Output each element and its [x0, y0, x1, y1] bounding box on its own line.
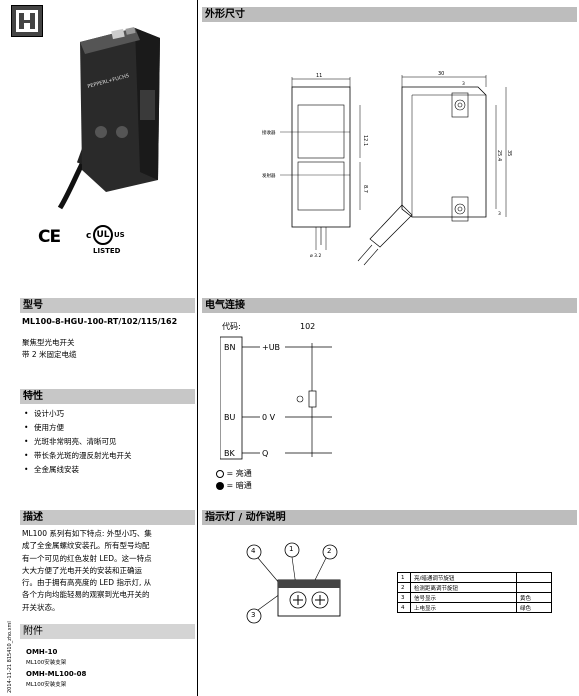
callout-4: 4 — [251, 547, 256, 555]
row-color: 绿色 — [516, 602, 552, 613]
row-color — [516, 582, 552, 593]
table-row: 2 检测距离调节旋钮 — [397, 582, 552, 593]
accessory-name: OMH-ML100-08 — [26, 670, 87, 678]
indicators-heading: 指示灯 / 动作说明 — [202, 510, 577, 525]
model-code: ML100-8-HGU-100-RT/102/115/162 — [22, 317, 178, 326]
row-text: 亮/暗通调节旋钮 — [410, 572, 517, 583]
terminal-ub: +UB — [262, 343, 281, 352]
code-label: 代码: — [222, 322, 241, 331]
table-row: 1 亮/暗通调节旋钮 — [397, 572, 552, 583]
pin-bk: BK — [224, 449, 235, 458]
ce-mark: CE — [38, 227, 61, 247]
svg-text:25.4: 25.4 — [496, 150, 502, 161]
indicator-table: 1 亮/暗通调节旋钮 2 检测距离调节旋钮 3 信号显示 黄色 4 上电显示 绿… — [397, 572, 552, 613]
electrical-heading: 电气连接 — [202, 298, 577, 313]
legend-light-text: = 亮通 — [226, 469, 252, 478]
pin-bu: BU — [224, 413, 236, 422]
dark-on-icon — [216, 481, 224, 490]
svg-text:3: 3 — [462, 81, 465, 87]
svg-text:3: 3 — [498, 211, 501, 217]
culus-mark: c UL US LISTED — [86, 223, 130, 259]
svg-text:35: 35 — [506, 150, 512, 156]
legend-dark: = 暗通 — [216, 480, 252, 491]
receiver-label: 接收器 — [262, 129, 276, 136]
feature-item: 光斑非常明亮、清晰可见 — [22, 435, 192, 449]
row-color: 黄色 — [516, 592, 552, 603]
feature-item: 带长条光斑的漫反射光电开关 — [22, 449, 192, 463]
dimensions-heading: 外形尺寸 — [202, 7, 577, 22]
code-value: 102 — [300, 322, 316, 331]
row-number: 1 — [397, 572, 411, 583]
features-heading: 特性 — [20, 389, 195, 404]
features-list: 设计小巧 使用方便 光斑非常明亮、清晰可见 带长条光斑的漫反射光电开关 全金属线… — [22, 407, 192, 477]
terminal-0v: 0 V — [262, 413, 276, 422]
description-line: 行。由于拥有高亮度的 LED 指示灯, 从 — [22, 578, 152, 588]
row-number: 2 — [397, 582, 411, 593]
row-text: 信号显示 — [410, 592, 517, 603]
ul-c: c — [86, 231, 92, 241]
legend-dark-text: = 暗通 — [226, 481, 252, 490]
feature-item: 设计小巧 — [22, 407, 192, 421]
model-heading: 型号 — [20, 298, 195, 313]
wiring-diagram — [219, 333, 360, 463]
row-text: 检测距离调节旋钮 — [410, 582, 517, 593]
ul-us: US — [114, 231, 125, 239]
callout-2: 2 — [327, 547, 332, 555]
brand-logo — [11, 5, 43, 37]
ul-circle: UL — [93, 225, 113, 245]
column-divider — [197, 0, 198, 696]
svg-text:8.7: 8.7 — [362, 185, 368, 193]
description-heading: 描述 — [20, 510, 195, 525]
description-line: 各个方向均能轻易的观察到光电开关的 — [22, 590, 150, 600]
terminal-q: Q — [262, 449, 269, 458]
feature-item: 使用方便 — [22, 421, 192, 435]
description-line: 成了全金属螺纹安装孔。所有型号均配 — [22, 541, 150, 551]
description-text: ML100 系列有如下特点: 外型小巧、集 成了全金属螺纹安装孔。所有型号均配 … — [22, 528, 194, 614]
table-row: 3 信号显示 黄色 — [397, 592, 552, 603]
accessory-desc: ML100安装支架 — [26, 660, 67, 666]
indicator-drawing — [240, 540, 390, 630]
light-on-icon — [216, 469, 224, 478]
dimension-drawing: 11 12.1 8.7 接收器 发射器 ø 3.2 30 3 25.4 35 3 — [240, 65, 540, 270]
accessories-heading: 附件 — [20, 624, 195, 639]
ul-text: UL — [96, 230, 110, 240]
description-line: 有一个可见的红色发射 LED。这一特点 — [22, 553, 152, 563]
description-line: 开关状态。 — [22, 602, 60, 612]
accessory-name: OMH-10 — [26, 648, 58, 656]
accessory-2: OMH-ML100-08 ML100安装支架 — [26, 670, 86, 688]
product-photo: PEPPERL+FUCHS — [40, 20, 170, 210]
callout-1: 1 — [289, 545, 294, 553]
svg-text:12.1: 12.1 — [362, 135, 368, 146]
side-reference: 2014-11-21 815410_zho.xml — [7, 621, 13, 693]
accessory-1: OMH-10 ML100安装支架 — [26, 648, 66, 666]
model-desc-2: 带 2 米固定电缆 — [22, 350, 77, 359]
transmitter-label: 发射器 — [262, 172, 276, 179]
legend-light: = 亮通 — [216, 468, 252, 479]
svg-text:30: 30 — [438, 71, 444, 77]
row-number: 3 — [397, 592, 411, 603]
feature-item: 全金属线安装 — [22, 463, 192, 477]
pin-bn: BN — [224, 343, 236, 352]
svg-text:11: 11 — [316, 73, 322, 79]
accessory-desc: ML100安装支架 — [26, 682, 67, 688]
model-desc-1: 聚焦型光电开关 — [22, 338, 75, 347]
description-line: 大大方便了光电开关的安装和正确运 — [22, 565, 142, 575]
ul-listed: LISTED — [93, 247, 121, 255]
table-row: 4 上电显示 绿色 — [397, 602, 552, 613]
row-color — [516, 572, 552, 583]
description-line: ML100 系列有如下特点: 外型小巧、集 — [22, 529, 152, 538]
row-text: 上电显示 — [410, 602, 517, 613]
svg-text:ø 3.2: ø 3.2 — [310, 253, 321, 259]
row-number: 4 — [397, 602, 411, 613]
callout-3: 3 — [251, 611, 256, 619]
